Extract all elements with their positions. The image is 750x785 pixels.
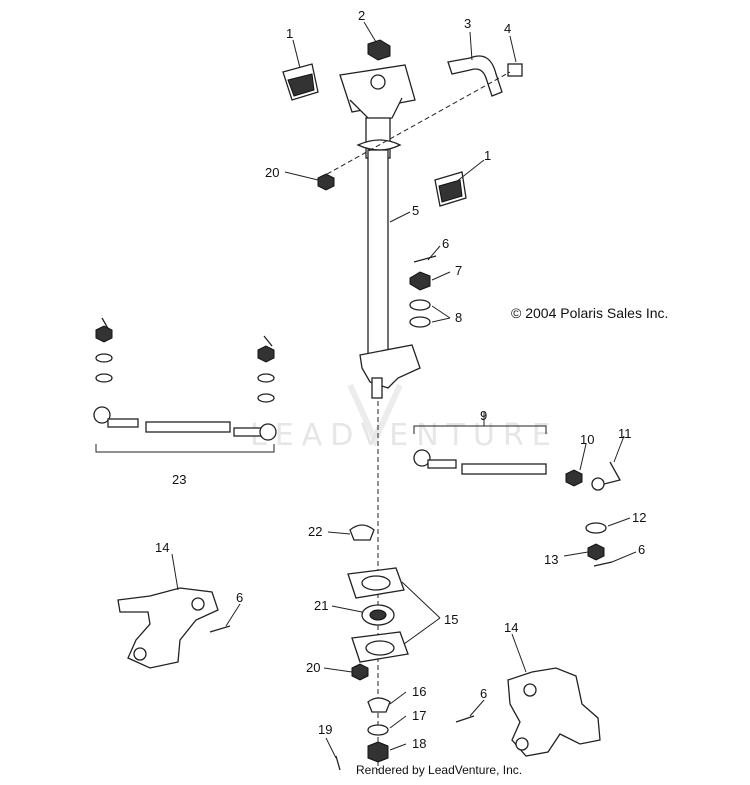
bearing-21 bbox=[361, 604, 395, 626]
callout-5: 5 bbox=[412, 203, 419, 218]
clamp-axis-line bbox=[319, 71, 511, 179]
rod-end bbox=[591, 461, 621, 491]
cotter-pin-center bbox=[455, 715, 475, 723]
callout-14-right: 14 bbox=[504, 620, 518, 635]
callout-4: 4 bbox=[504, 21, 511, 36]
center-hardware-stack bbox=[409, 255, 437, 328]
jam-nut bbox=[565, 469, 583, 487]
callout-6-left: 6 bbox=[236, 590, 243, 605]
callout-6-lower: 6 bbox=[480, 686, 487, 701]
callout-12: 12 bbox=[632, 510, 646, 525]
callout-10: 10 bbox=[580, 432, 594, 447]
bearing-flange-lower bbox=[351, 631, 409, 663]
clamp bbox=[447, 55, 503, 97]
seal-16 bbox=[367, 697, 391, 713]
callout-9: 9 bbox=[480, 408, 487, 423]
bracket-23 bbox=[95, 444, 275, 453]
watermark-text: LEADVENTURE bbox=[250, 418, 559, 453]
nut-lower bbox=[351, 663, 369, 681]
castle-nut-13 bbox=[587, 543, 605, 561]
bracket-9 bbox=[413, 425, 547, 434]
callout-22: 22 bbox=[308, 524, 322, 539]
callout-11: 11 bbox=[618, 426, 632, 441]
cap-22 bbox=[349, 524, 375, 541]
washer-17 bbox=[367, 724, 389, 736]
callout-17: 17 bbox=[412, 708, 426, 723]
left-tie-rod bbox=[93, 317, 277, 441]
cotter-pin-right bbox=[593, 561, 613, 567]
leader-lines bbox=[171, 21, 637, 759]
callout-7: 7 bbox=[455, 263, 462, 278]
bushing-upper bbox=[282, 63, 319, 101]
left-spindle bbox=[117, 587, 219, 669]
bushing-lower bbox=[434, 171, 467, 207]
callout-1-upper: 1 bbox=[286, 26, 293, 41]
callout-2: 2 bbox=[358, 8, 365, 23]
right-tie-rod bbox=[413, 449, 547, 475]
callout-16: 16 bbox=[412, 684, 426, 699]
cotter-pin-left bbox=[209, 625, 231, 633]
callout-15: 15 bbox=[444, 612, 458, 627]
callout-6-right: 6 bbox=[638, 542, 645, 557]
bearing-flange-upper bbox=[347, 567, 405, 599]
callout-18: 18 bbox=[412, 736, 426, 751]
cotter-pin-19 bbox=[335, 755, 341, 771]
steering-post bbox=[339, 64, 421, 399]
callout-21: 21 bbox=[314, 598, 328, 613]
callout-20-upper: 20 bbox=[265, 165, 279, 180]
callout-20-lower: 20 bbox=[306, 660, 320, 675]
watermark: LEADVENTURE bbox=[250, 383, 559, 453]
top-nut bbox=[367, 39, 391, 61]
callout-19: 19 bbox=[318, 722, 332, 737]
callout-23: 23 bbox=[172, 472, 186, 487]
callout-6-center: 6 bbox=[442, 236, 449, 251]
footer-credit: Rendered by LeadVenture, Inc. bbox=[356, 763, 522, 777]
nut-18 bbox=[367, 741, 389, 763]
callout-13: 13 bbox=[544, 552, 558, 567]
copyright-text: © 2004 Polaris Sales Inc. bbox=[511, 305, 668, 321]
callout-14-left: 14 bbox=[155, 540, 169, 555]
nut-upper bbox=[317, 173, 335, 191]
callout-8: 8 bbox=[455, 310, 462, 325]
right-spindle bbox=[507, 667, 601, 757]
clamp-bolt bbox=[507, 63, 523, 77]
callout-1-lower: 1 bbox=[484, 148, 491, 163]
washer-12 bbox=[585, 522, 607, 534]
callout-3: 3 bbox=[464, 16, 471, 31]
